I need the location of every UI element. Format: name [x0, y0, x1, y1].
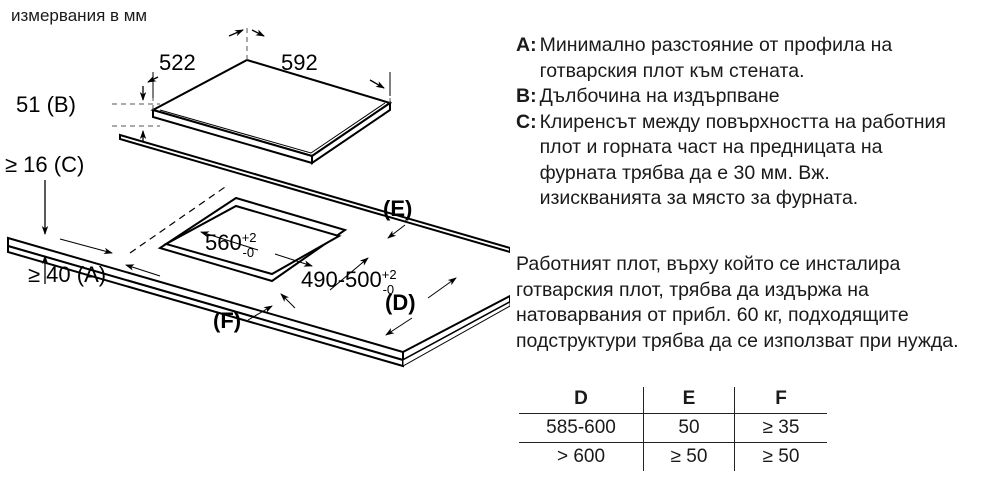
dimension-hob-depth: 522 [147, 28, 248, 110]
table-header-f: F [734, 387, 827, 414]
legend-key-c: C: [516, 110, 537, 133]
legend-item-a: A: Минимално разстояние от профила на го… [516, 33, 956, 84]
table-cell-e-1: 50 [643, 413, 735, 443]
text-panel: A: Минимално разстояние от профила на го… [513, 0, 1000, 500]
label-hob-depth: 522 [159, 50, 196, 75]
legend-key-b: B: [516, 85, 537, 107]
table-cell-f-2: ≥ 50 [734, 442, 827, 471]
label-cutout-width: 560+2-0 [205, 230, 257, 260]
label-hob-width: 592 [281, 50, 318, 75]
label-worktop-thickness: ≥ 16 (C) [5, 152, 84, 177]
label-hob-thickness: 51 (B) [16, 92, 76, 117]
label-callout-f: (F) [213, 308, 241, 333]
table-cell-f-1: ≥ 35 [734, 413, 827, 443]
label-callout-e: (E) [383, 196, 412, 221]
table-header-e: E [643, 387, 735, 414]
dimension-cutout-depth: 490-500+2-0 [280, 257, 397, 309]
table-header-row: D E F [519, 387, 827, 414]
legend-list: A: Минимално разстояние от профила на го… [516, 33, 956, 212]
table-cell-d-2: > 600 [556, 446, 606, 467]
dimension-hob-width: 592 [246, 28, 391, 103]
hob-slab [150, 58, 393, 165]
legend-item-b: B: Дълбочина на издърпване [516, 84, 956, 110]
installation-diagram: 51 (B) 522 592 [5, 28, 510, 368]
load-bearing-note: Работният плот, върху който се инсталира… [516, 253, 959, 352]
table-header-d: D [574, 388, 588, 409]
dimension-worktop-thickness: ≥ 16 (C) [5, 152, 84, 284]
legend-text-c: Клиренсът между повърхността на работния… [539, 110, 946, 210]
table-cell-e-2: ≥ 50 [643, 442, 735, 471]
worktop [7, 133, 510, 368]
technical-drawing-panel: измервания в мм 51 (B) [5, 6, 510, 368]
drawing-title: измервания в мм [11, 6, 148, 25]
callout-d: (D) [385, 277, 457, 336]
legend-item-c: C: Клиренсът между повърхността на работ… [516, 110, 956, 212]
dimension-hob-thickness: 51 (B) [16, 86, 160, 146]
callout-e: (E) [383, 196, 412, 239]
projection-dashed-line [129, 184, 229, 254]
table-cell-d-1: 585-600 [546, 417, 616, 438]
table-row: > 600 ≥ 50 ≥ 50 [519, 442, 827, 471]
dimension-table: D E F 585-600 50 ≥ 35 > 600 ≥ 50 ≥ 50 [519, 387, 827, 471]
label-callout-d: (D) [385, 290, 416, 315]
legend-key-a: A: [516, 34, 537, 56]
label-wall-distance: ≥ 40 (A) [28, 262, 106, 287]
dimension-cutout-width: 560+2-0 [200, 230, 313, 267]
legend-text-a: Минимално разстояние от профила на готва… [539, 34, 893, 82]
legend-text-b: Дълбочина на издърпване [539, 85, 780, 107]
callout-f: (F) [213, 305, 273, 333]
label-cutout-depth: 490-500+2-0 [301, 267, 397, 297]
table-row: 585-600 50 ≥ 35 [519, 413, 827, 443]
worktop-cutout [157, 196, 348, 283]
dimension-wall-distance: ≥ 40 (A) [28, 238, 161, 287]
